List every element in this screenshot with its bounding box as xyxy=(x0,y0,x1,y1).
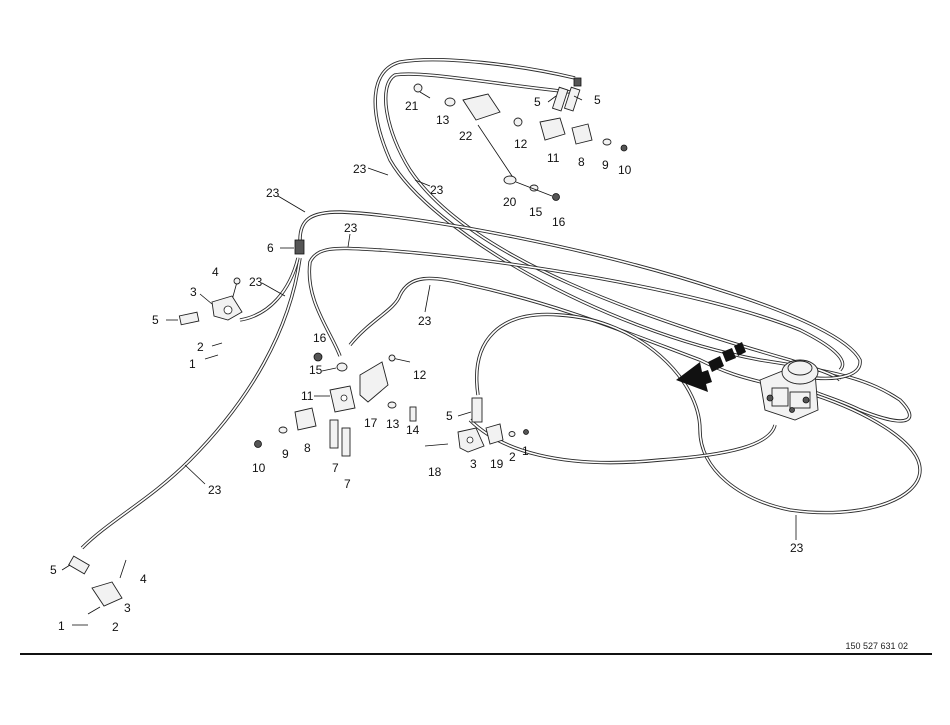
callout-11: 11 xyxy=(301,389,314,403)
hose-mid-inner xyxy=(308,247,844,371)
callout-5: 5 xyxy=(446,409,453,423)
callout-16: 16 xyxy=(552,215,566,229)
hose-from-6-inner xyxy=(299,211,861,380)
callout-3: 3 xyxy=(190,285,197,299)
callout-18: 18 xyxy=(428,465,442,479)
callout-14: 14 xyxy=(406,423,420,437)
parts-center xyxy=(254,352,417,457)
callout-1: 1 xyxy=(522,444,529,458)
callout-15: 15 xyxy=(309,363,323,377)
hose-right-loop-inner xyxy=(476,313,921,514)
callout-9: 9 xyxy=(602,158,609,172)
callout-20: 20 xyxy=(503,195,517,209)
callout-16: 16 xyxy=(313,331,327,345)
callout-3: 3 xyxy=(124,601,131,615)
hose-left-long-inner xyxy=(81,257,301,549)
callout-23: 23 xyxy=(353,162,367,176)
callout-15: 15 xyxy=(529,205,543,219)
callout-23: 23 xyxy=(344,221,358,235)
hose-left-short-inner xyxy=(239,257,299,321)
callout-7: 7 xyxy=(344,477,351,491)
callout-13: 13 xyxy=(386,417,400,431)
callout-labels: 23 23 23 23 23 23 23 23 21 13 22 5 5 12 … xyxy=(50,93,804,634)
callout-5: 5 xyxy=(50,563,57,577)
hose-lines xyxy=(80,58,922,550)
parts-lower-left xyxy=(68,555,127,626)
hose-left-long-outer xyxy=(80,257,302,550)
hose-from-6-outer xyxy=(298,210,862,381)
callout-10: 10 xyxy=(252,461,266,475)
callout-22: 22 xyxy=(459,129,473,143)
callout-23: 23 xyxy=(249,275,263,289)
hose-left-short-outer xyxy=(239,257,300,322)
callout-2: 2 xyxy=(197,340,204,354)
hose-upper-loop-inner xyxy=(374,58,911,422)
callout-2: 2 xyxy=(112,620,119,634)
callout-4: 4 xyxy=(140,572,147,586)
direction-arrow-icon xyxy=(676,342,746,392)
hose-lower-outer xyxy=(468,418,777,465)
hose-upper-loop-2-inner xyxy=(384,73,841,381)
hose-lower-inner xyxy=(469,419,776,464)
callout-9: 9 xyxy=(282,447,289,461)
callout-leaders xyxy=(61,95,797,571)
callout-11: 11 xyxy=(547,151,560,165)
hose-upper-loop-outer xyxy=(373,58,912,423)
callout-4: 4 xyxy=(212,265,219,279)
valve-assembly xyxy=(759,359,819,421)
callout-23: 23 xyxy=(418,314,432,328)
callout-23: 23 xyxy=(430,183,444,197)
callout-2: 2 xyxy=(509,450,516,464)
callout-6: 6 xyxy=(267,241,274,255)
callout-3: 3 xyxy=(470,457,477,471)
callout-8: 8 xyxy=(578,155,585,169)
footer-rule xyxy=(20,653,932,655)
callout-12: 12 xyxy=(514,137,528,151)
callout-23: 23 xyxy=(266,186,280,200)
callout-7: 7 xyxy=(332,461,339,475)
parts-right-center xyxy=(424,397,529,453)
callout-12: 12 xyxy=(413,368,427,382)
callout-5: 5 xyxy=(594,93,601,107)
callout-19: 19 xyxy=(490,457,504,471)
callout-21: 21 xyxy=(405,99,419,113)
callout-17: 17 xyxy=(364,416,378,430)
callout-5: 5 xyxy=(152,313,159,327)
callout-10: 10 xyxy=(618,163,632,177)
callout-5: 5 xyxy=(534,95,541,109)
parts-left xyxy=(178,239,305,360)
callout-23: 23 xyxy=(790,541,804,555)
callout-1: 1 xyxy=(58,619,65,633)
callout-1: 1 xyxy=(189,357,196,371)
callout-13: 13 xyxy=(436,113,450,127)
callout-8: 8 xyxy=(304,441,311,455)
parts-top xyxy=(413,77,628,201)
callout-23: 23 xyxy=(208,483,222,497)
document-number: 150 527 631 02 xyxy=(845,641,908,651)
